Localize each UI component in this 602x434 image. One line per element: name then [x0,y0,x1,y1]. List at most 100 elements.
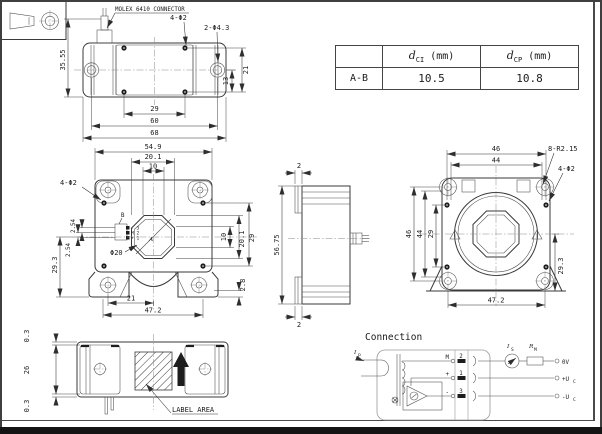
dim-46-top: 46 [492,145,500,153]
dim-26: 26 [23,366,31,374]
side-view-geometry [288,185,372,305]
dim-2-bottom: 2 [297,321,301,329]
mount-pin-dots [101,200,206,269]
dim-29: 29 [150,105,158,113]
dim-0-3-top: 0.3 [23,330,31,343]
pin-2-label: M 2 [131,231,140,237]
bottom-view-dimensions: 0.3 26 0.3 LABEL AREA [23,330,218,415]
dim-20-1-right: 20.1 [238,231,246,248]
bottom-view: 0.3 26 0.3 LABEL AREA [23,330,229,415]
top-view-dimensions: 35.55 29 60 68 21 13 4-Φ2 2-Φ4.3 MOLEX 6… [59,7,250,142]
pin-2-label: 2 [459,354,463,360]
dim-10-top: 10 [149,163,157,171]
dim-2-top: 2 [297,162,301,170]
dim-68: 68 [150,129,158,137]
terminal-plus-uc-base: +U [562,377,569,383]
mount-pin-dots [121,45,188,95]
dcp-value: 10.8 [480,67,579,90]
back-view-geometry [420,166,574,306]
pin-3-label: 3 [459,389,463,395]
aperture-diameter-label: Φ20 [110,249,123,257]
dim-10-right: 10 [220,233,228,241]
label-area-hatch [134,351,173,391]
connection-diagram: Connection I P [353,332,576,421]
table-row: A-B 10.5 10.8 [335,67,579,90]
pin-terminals: M 2 + 1 - 3 [446,354,476,402]
output-circuit: I S R M 0V +U C -U C [478,344,576,403]
secondary-current-label-base: I [506,344,510,350]
hall-element-icon [391,396,399,404]
dim-21: 21 [127,295,135,303]
corner-screw-holes [99,181,209,199]
dim-2-phi4-3: 2-Φ4.3 [204,24,229,32]
terminal-0v-label: 0V [562,360,569,366]
terminal-minus-uc-base: -U [562,395,569,401]
dim-44-left: 44 [416,230,424,238]
terminal-minus-uc-sub: C [573,397,576,403]
window-bottom-bar [0,427,602,434]
front-view-geometry [76,174,257,310]
dim-60: 60 [150,117,158,125]
molex-connector-glyph [96,8,113,44]
dim-21: 21 [242,66,250,74]
orientation-arrow-icon [173,352,189,386]
front-view: 54.9 20.1 10 4-Φ2 2.54 2.54 29.3 10 20. [52,143,257,318]
ear-screw-holes [93,362,212,376]
connection-title: Connection [365,332,422,343]
dim-29-right: 29 [248,234,256,242]
dim-35-55: 35.55 [59,49,67,70]
table-corner-cell [335,45,383,68]
target-circle-glyph [39,10,61,32]
dim-13: 13 [222,77,230,85]
pin-1-label: + 1 [131,236,140,242]
top-view: 35.55 29 60 68 21 13 4-Φ2 2-Φ4.3 MOLEX 6… [59,7,250,142]
dim-29-3: 29.3 [52,257,59,274]
dim-20-1-top: 20.1 [145,153,162,161]
side-view: 2 56.75 2 [273,162,372,329]
dim-29-3-right: 29.3 [557,258,565,275]
dim-4-phi2: 4-Φ2 [558,165,575,173]
primary-current-label-base: I [353,350,357,356]
dim-4-phi2: 4-Φ2 [60,179,77,187]
back-view-dimensions: 46 44 8-R2.15 4-Φ2 46 44 29 29.3 47.2 [405,145,578,308]
pin-m-label: M [446,355,450,361]
sheet-border-right [593,2,595,421]
resistor-label-base: R [528,344,534,350]
molex-connector-label: MOLEX 6410 CONNECTOR [115,7,185,13]
dim-54-9: 54.9 [145,143,162,151]
dim-46-left: 46 [405,230,413,238]
dim-2-8: 2.8 [239,279,247,292]
pin-plus-label: + [446,372,450,378]
amplifier-ic0on [406,385,428,407]
dim-2-54-b: 2.54 [66,243,72,257]
pin-3-label: - 3 [131,226,140,232]
table-header-dcp: dCP (mm) [480,45,579,68]
table-header-dci: dCI (mm) [382,45,481,68]
dim-29-left: 29 [427,230,435,238]
resistor-label-sub: M [534,347,537,353]
dim-0-3-bottom: 0.3 [23,400,31,413]
aperture-spec-table: dCI (mm) dCP (mm) A-B 10.5 10.8 [335,45,579,90]
dim-8-r2-15: 8-R2.15 [548,145,578,153]
sheet-border-bottom [2,420,593,421]
foot-screw-holes [99,276,208,294]
pin-connector-detail [76,223,130,241]
dim-44-top: 44 [492,157,500,165]
bottom-view-geometry [76,334,229,415]
top-view-geometry [74,8,235,105]
mount-pin-dots [444,202,549,270]
dim-2-54-a: 2.54 [71,219,77,233]
sensor-box [376,349,491,421]
back-view: 46 44 8-R2.15 4-Φ2 46 44 29 29.3 47.2 [405,145,578,308]
dci-value: 10.5 [382,67,481,90]
side-view-dimensions: 2 56.75 2 [273,162,312,329]
front-view-dimensions: 54.9 20.1 10 4-Φ2 2.54 2.54 29.3 10 20. [52,143,256,318]
label-area-label: LABEL AREA [172,406,215,414]
dim-47-2: 47.2 [145,307,162,315]
measure-resistor-icon [526,356,544,366]
connector-pins [104,396,114,415]
section-a-label: A [148,237,153,243]
detail-b-label: B [121,213,125,219]
dim-56-75: 56.75 [273,234,281,255]
